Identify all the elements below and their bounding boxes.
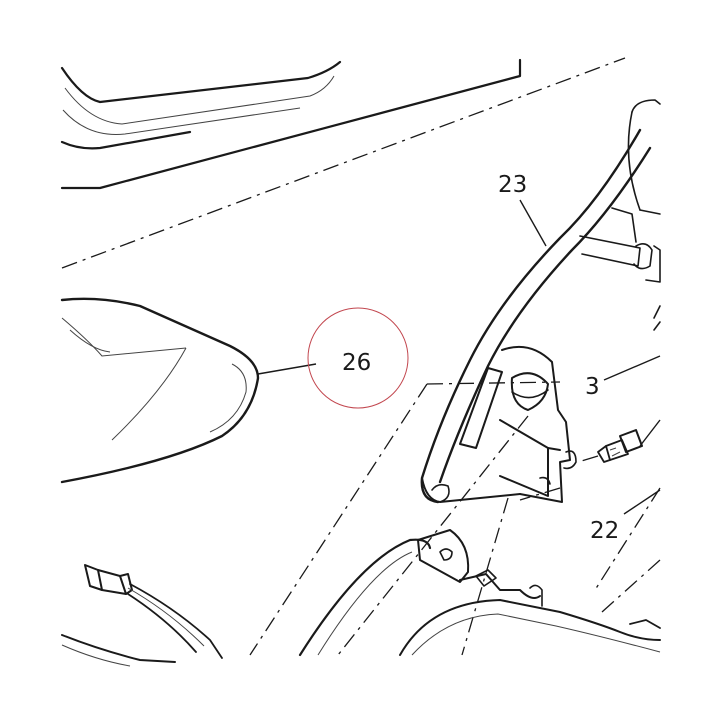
bolt-part	[577, 429, 643, 463]
callout-3: 3	[585, 374, 600, 400]
leader-22b	[639, 419, 661, 447]
leader-lines	[257, 199, 661, 515]
alignment-lines	[61, 57, 661, 656]
lower-panel-edge	[61, 634, 176, 667]
side-cover-part	[60, 297, 260, 484]
leader-23	[519, 199, 547, 247]
leader-22	[623, 489, 661, 515]
frame-gasket-part	[420, 99, 661, 504]
top-panel-part	[60, 58, 522, 190]
wire-connector-part	[84, 564, 223, 659]
lower-housing-part	[298, 529, 661, 657]
callout-22: 22	[590, 518, 619, 544]
highlight-circle	[307, 307, 409, 409]
callout-23: 23	[498, 172, 527, 198]
leader-3	[603, 355, 661, 381]
callout-26: 26	[342, 350, 371, 376]
leader-26	[257, 363, 317, 375]
bracket-assembly-part	[421, 346, 577, 503]
